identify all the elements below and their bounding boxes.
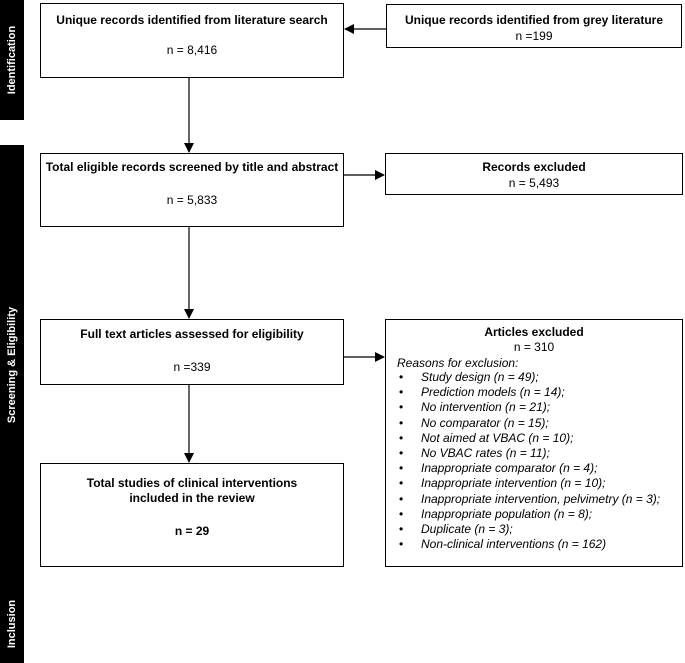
included-studies-box: Total studies of clinical interventions … bbox=[40, 463, 344, 567]
exclusion-reason-item: Inappropriate population (n = 8); bbox=[397, 507, 682, 522]
exclusion-reason-item: Not aimed at VBAC (n = 10); bbox=[397, 431, 682, 446]
included-studies-count: n = 29 bbox=[174, 524, 210, 538]
grey-literature-box: Unique records identified from grey lite… bbox=[386, 4, 682, 48]
grey-literature-count: n =199 bbox=[515, 29, 553, 43]
exclusion-reason-item: Duplicate (n = 3); bbox=[397, 522, 682, 537]
literature-search-title: Unique records identified from literatur… bbox=[56, 13, 328, 27]
literature-search-count: n = 8,416 bbox=[166, 43, 218, 57]
records-excluded-count: n = 5,493 bbox=[508, 176, 560, 190]
exclusion-reason-item: Inappropriate intervention (n = 10); bbox=[397, 476, 682, 491]
included-studies-title-line2: included in the review bbox=[129, 491, 255, 505]
fulltext-assessed-count: n =339 bbox=[173, 360, 211, 374]
articles-excluded-count: n = 310 bbox=[513, 340, 555, 354]
screened-records-box: Total eligible records screened by title… bbox=[40, 153, 344, 227]
exclusion-reason-item: No comparator (n = 15); bbox=[397, 416, 682, 431]
articles-excluded-box: Articles excluded n = 310 Reasons for ex… bbox=[385, 319, 683, 567]
screened-records-count: n = 5,833 bbox=[166, 193, 218, 207]
stage-bar-screening: Screening & Eligibility bbox=[0, 145, 24, 585]
fulltext-assessed-title: Full text articles assessed for eligibil… bbox=[80, 327, 304, 341]
stage-bar-inclusion: Inclusion bbox=[0, 585, 24, 663]
records-excluded-title: Records excluded bbox=[482, 160, 586, 174]
exclusion-reasons-label: Reasons for exclusion: bbox=[397, 356, 519, 370]
exclusion-reasons-list: Study design (n = 49); Prediction models… bbox=[397, 370, 682, 553]
exclusion-reason-item: Inappropriate comparator (n = 4); bbox=[397, 461, 682, 476]
exclusion-reason-item: No intervention (n = 21); bbox=[397, 400, 682, 415]
literature-search-box: Unique records identified from literatur… bbox=[40, 3, 344, 78]
screened-records-title: Total eligible records screened by title… bbox=[45, 160, 339, 174]
exclusion-reason-item: Inappropriate intervention, pelvimetry (… bbox=[397, 492, 682, 507]
stage-bar-identification: Identification bbox=[0, 0, 24, 120]
exclusion-reason-item: Study design (n = 49); bbox=[397, 370, 682, 385]
included-studies-title-line1: Total studies of clinical interventions bbox=[86, 476, 298, 490]
articles-excluded-title: Articles excluded bbox=[484, 325, 584, 339]
exclusion-reason-item: No VBAC rates (n = 11); bbox=[397, 446, 682, 461]
fulltext-assessed-box: Full text articles assessed for eligibil… bbox=[40, 319, 344, 385]
exclusion-reason-item: Non-clinical interventions (n = 162) bbox=[397, 537, 682, 552]
records-excluded-box: Records excluded n = 5,493 bbox=[385, 153, 683, 195]
grey-literature-title: Unique records identified from grey lite… bbox=[404, 13, 664, 27]
exclusion-reason-item: Prediction models (n = 14); bbox=[397, 385, 682, 400]
